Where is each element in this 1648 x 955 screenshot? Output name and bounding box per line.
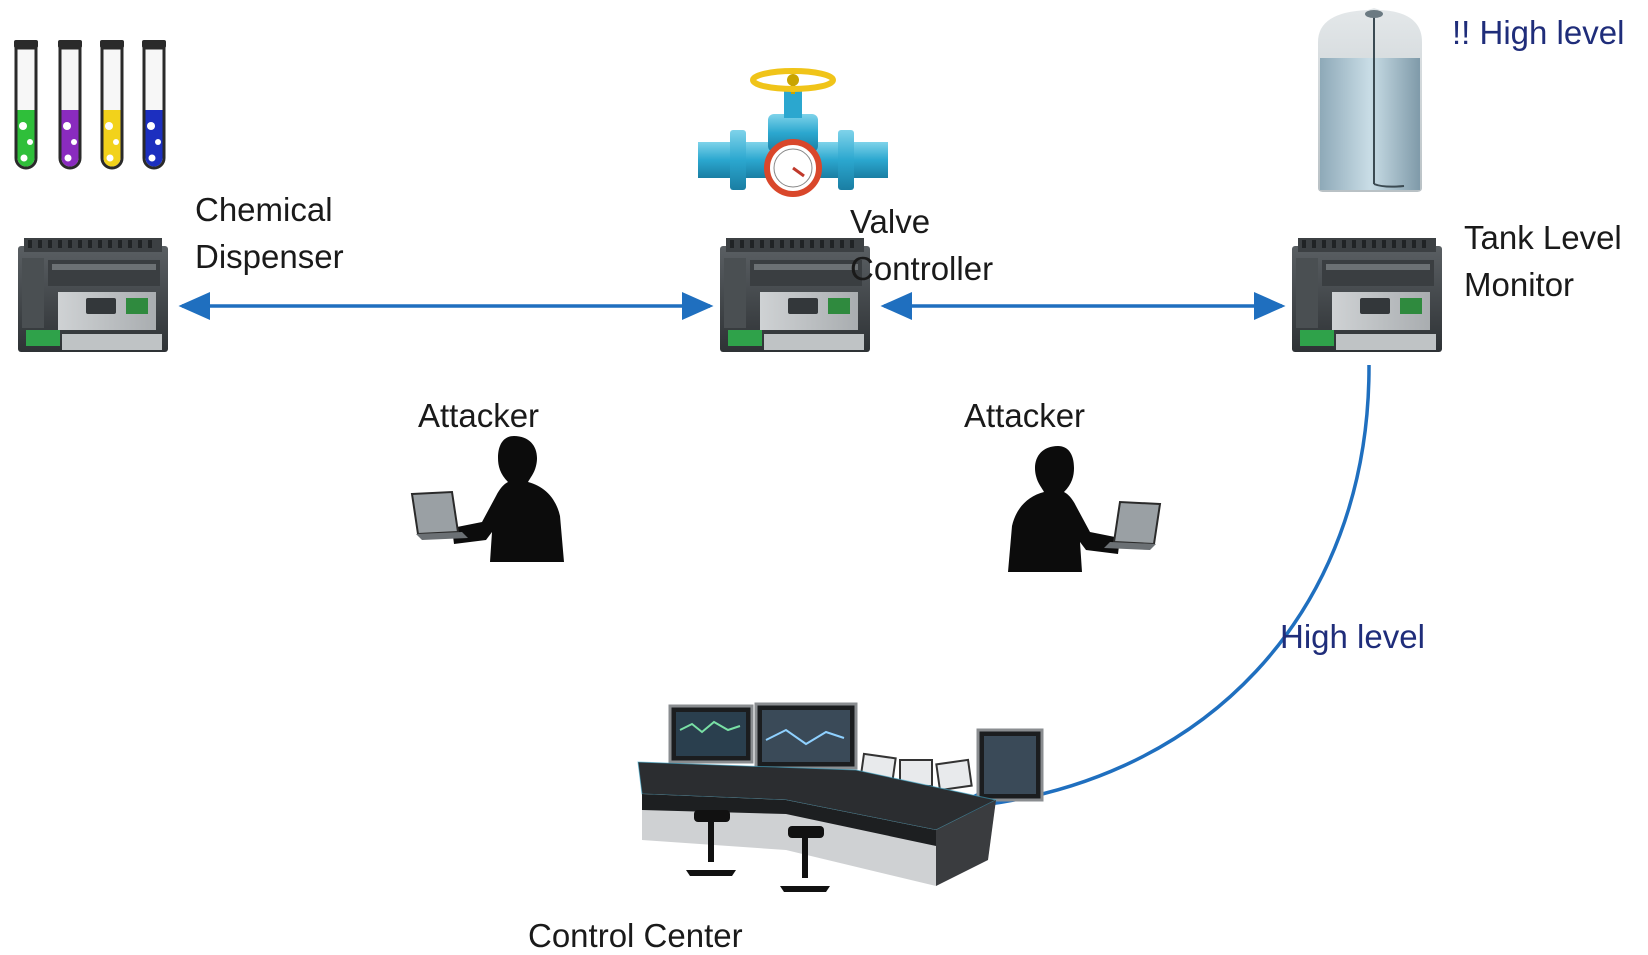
valve-controller-label: Valve Controller bbox=[850, 198, 993, 292]
control-center-label: Control Center bbox=[528, 917, 743, 954]
chemical-dispenser-label: Chemical Dispenser bbox=[195, 186, 344, 280]
valve-icon bbox=[698, 68, 888, 197]
plc-icon bbox=[720, 238, 870, 352]
tank-level-monitor-label: Tank Level Monitor bbox=[1464, 214, 1622, 308]
tank-high-level-alert: !! High level bbox=[1452, 14, 1625, 51]
attacker-label-left: Attacker bbox=[418, 397, 540, 434]
hacker-icon bbox=[1007, 445, 1161, 573]
test-tubes-icon bbox=[14, 40, 166, 170]
tank-level-monitor-line2: Monitor bbox=[1464, 266, 1575, 303]
hacker-icon bbox=[411, 435, 565, 563]
plc-icon bbox=[1292, 238, 1442, 352]
tank-level-monitor-line1: Tank Level bbox=[1464, 219, 1622, 256]
chemical-dispenser-line2: Dispenser bbox=[195, 238, 344, 275]
plc-icon bbox=[18, 238, 168, 352]
control-desk-icon bbox=[637, 702, 1044, 892]
tank-icon bbox=[1318, 8, 1422, 192]
attacker-label-right: Attacker bbox=[964, 397, 1086, 434]
chemical-dispenser-line1: Chemical bbox=[195, 191, 333, 228]
link-tank-control-center bbox=[948, 364, 1371, 820]
link-high-level-alert: High level bbox=[1280, 618, 1425, 655]
valve-controller-line1: Valve bbox=[850, 203, 931, 240]
valve-controller-line2: Controller bbox=[850, 250, 994, 287]
